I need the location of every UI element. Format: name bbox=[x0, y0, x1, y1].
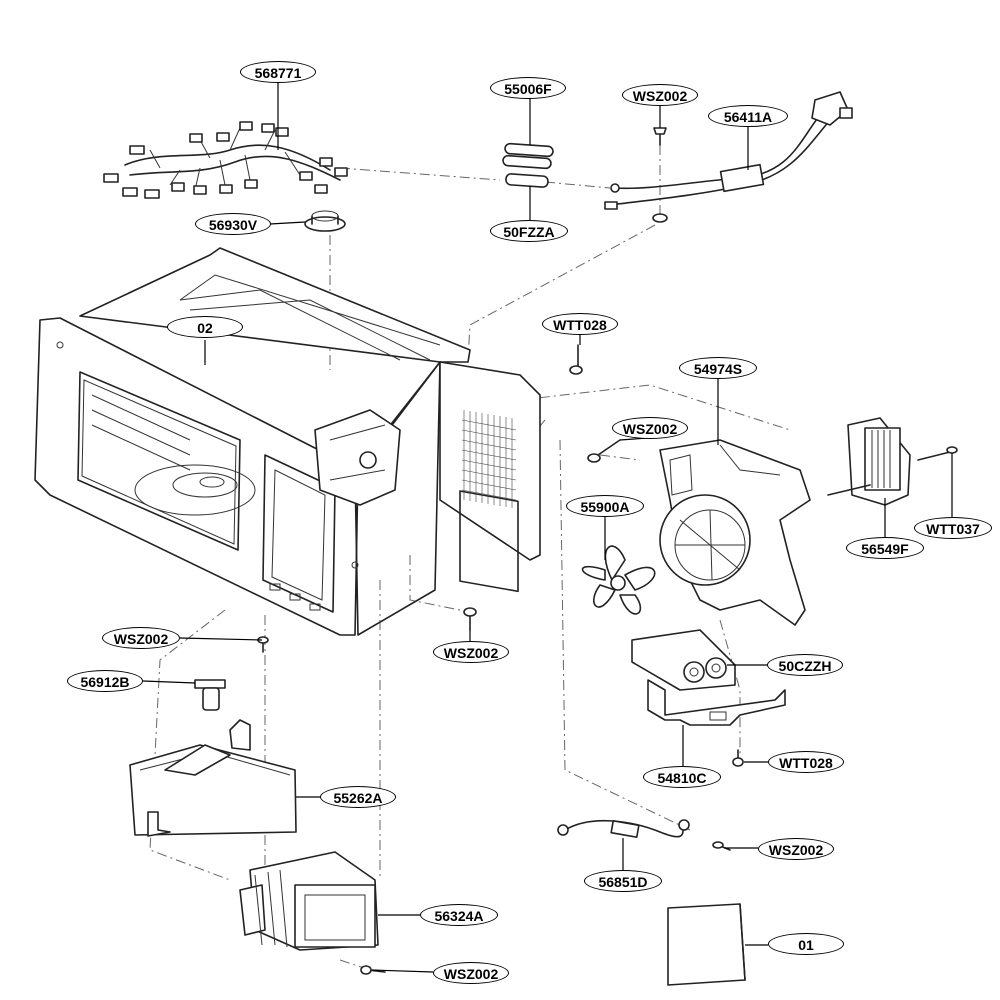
part-label-wsz002-top: WSZ002 bbox=[622, 84, 698, 106]
thermostat-part bbox=[304, 210, 346, 232]
part-label-56324A: 56324A bbox=[420, 904, 498, 926]
part-label-wsz002-left: WSZ002 bbox=[102, 627, 180, 649]
part-label-wsz002-lower-right: WSZ002 bbox=[758, 838, 834, 860]
part-label-55262A: 55262A bbox=[320, 786, 396, 808]
part-label-02: 02 bbox=[167, 316, 243, 338]
part-label-wsz002-mid: WSZ002 bbox=[612, 417, 688, 439]
fan-motor-part bbox=[827, 417, 951, 506]
part-label-WTT037: WTT037 bbox=[914, 517, 992, 539]
assembly-dashed-lines bbox=[149, 145, 801, 971]
fan-duct-part bbox=[659, 439, 811, 626]
screw-wsz002-left bbox=[257, 636, 269, 653]
screw-wsz002-bottom bbox=[360, 965, 386, 975]
part-label-wtt028-lower: WTT028 bbox=[768, 751, 844, 773]
part-label-wsz002-bottom: WSZ002 bbox=[433, 962, 509, 984]
thermal-fuse-part bbox=[194, 679, 226, 711]
power-cord-part bbox=[604, 91, 853, 223]
capacitor-bracket-part bbox=[647, 679, 786, 726]
screw-wsz002-lower-center bbox=[463, 607, 477, 631]
screw-wtt028-upper bbox=[569, 344, 583, 375]
leader-lines bbox=[142, 83, 953, 973]
part-label-55006F: 55006F bbox=[490, 77, 566, 99]
part-label-54810C: 54810C bbox=[643, 766, 721, 788]
part-label-wtt028-upper: WTT028 bbox=[542, 313, 618, 335]
part-label-568771: 568771 bbox=[240, 61, 316, 83]
vent-grid bbox=[461, 410, 517, 508]
screw-wsz002-lower-right bbox=[712, 841, 731, 851]
capacitor-part bbox=[631, 629, 736, 691]
screw-wtt037 bbox=[946, 446, 958, 454]
cable-part bbox=[557, 819, 690, 838]
part-label-56411A: 56411A bbox=[708, 105, 788, 127]
part-label-55900A: 55900A bbox=[566, 495, 644, 517]
part-label-01: 01 bbox=[768, 933, 844, 955]
manual-part bbox=[667, 903, 746, 986]
oven-cavity-assembly bbox=[34, 247, 541, 636]
part-label-wsz002-center: WSZ002 bbox=[433, 641, 509, 663]
screw-wsz002-mid bbox=[587, 439, 621, 463]
fuse-parts bbox=[502, 142, 554, 188]
screw-wtt028-lower bbox=[732, 749, 744, 767]
part-label-50CZZH: 50CZZH bbox=[767, 654, 843, 676]
part-label-50FZZA: 50FZZA bbox=[490, 220, 568, 242]
wire-harness bbox=[103, 121, 348, 199]
fan-blade-part bbox=[581, 545, 656, 615]
part-label-56930V: 56930V bbox=[195, 213, 271, 235]
part-label-54974S: 54974S bbox=[679, 357, 757, 379]
magnetron-part bbox=[239, 851, 379, 951]
part-label-56851D: 56851D bbox=[584, 870, 662, 892]
transformer-bracket-part bbox=[129, 719, 297, 837]
part-label-56549F: 56549F bbox=[846, 537, 924, 559]
part-label-56912B: 56912B bbox=[67, 670, 143, 692]
